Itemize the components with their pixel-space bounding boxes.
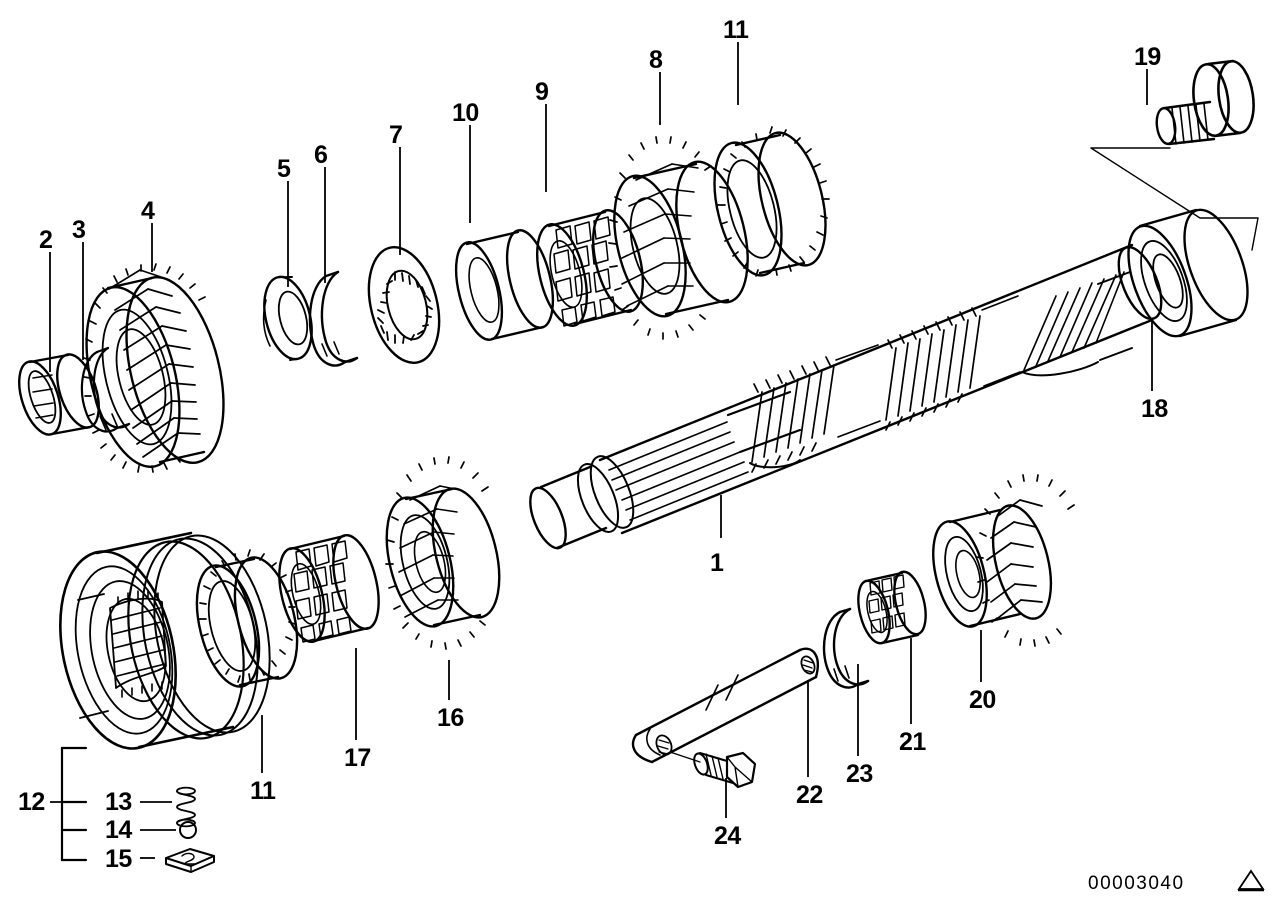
callout-number-11b[interactable]: 11 (250, 777, 276, 805)
callout-number-11[interactable]: 11 (723, 16, 749, 44)
part-7-splined-washer (367, 245, 441, 365)
part-9-needle-cage (536, 209, 644, 327)
part-13-spring (176, 786, 196, 828)
callout-number-21[interactable]: 21 (899, 728, 926, 756)
assembly-fit-leader (1090, 147, 1259, 251)
part-20-idler-gear (932, 474, 1075, 647)
part-22-idler-shaft (631, 647, 819, 764)
part-10-spacer-sleeve (454, 229, 555, 341)
callout-number-8[interactable]: 8 (649, 46, 663, 74)
part-21-needle-cage (857, 570, 927, 645)
callout-number-15[interactable]: 15 (105, 845, 132, 873)
callout-number-7[interactable]: 7 (389, 121, 403, 149)
part-2-needle-bearing (18, 353, 100, 436)
part-19-fixing-screw (1155, 59, 1255, 146)
part-16-helical-gear (385, 456, 501, 650)
callout-leaders (49, 42, 1153, 859)
callout-number-18[interactable]: 18 (1141, 395, 1168, 423)
callout-number-12[interactable]: 12 (18, 788, 45, 816)
callout-number-2[interactable]: 2 (39, 226, 53, 254)
callout-number-17[interactable]: 17 (344, 744, 371, 772)
callout-number-1[interactable]: 1 (710, 549, 724, 577)
callout-number-24[interactable]: 24 (714, 822, 741, 850)
callout-number-10[interactable]: 10 (452, 99, 479, 127)
callout-number-6[interactable]: 6 (314, 141, 328, 169)
revision-triangle-icon (1237, 869, 1265, 892)
part-4-helical-gear (83, 263, 225, 473)
callout-number-14[interactable]: 14 (105, 816, 132, 844)
callout-number-22[interactable]: 22 (796, 781, 823, 809)
part-18-ball-bearing (1127, 208, 1249, 338)
callout-number-9[interactable]: 9 (535, 78, 549, 106)
diagram-id-text: 00003040 (1088, 873, 1185, 894)
part-14-ball (179, 821, 197, 839)
callout-number-20[interactable]: 20 (969, 686, 996, 714)
callout-number-19[interactable]: 19 (1134, 43, 1161, 71)
part-12-synchro-body (59, 531, 271, 750)
part-17-needle-cage (278, 533, 380, 644)
callout-number-16[interactable]: 16 (437, 704, 464, 732)
part-11-synchro-ring (713, 126, 830, 277)
part-8-synchro-hub (608, 136, 749, 340)
callout-number-3[interactable]: 3 (72, 216, 86, 244)
callout-number-23[interactable]: 23 (846, 760, 873, 788)
part-6-thrust-ring (308, 270, 359, 367)
callout-number-5[interactable]: 5 (277, 155, 291, 183)
detent-kit-bracket (60, 746, 88, 862)
callout-number-13[interactable]: 13 (105, 788, 132, 816)
part-15-plate (165, 848, 215, 873)
part-1-output-shaft (529, 243, 1163, 550)
callout-number-4[interactable]: 4 (141, 197, 155, 225)
part-24-locating-bolt (669, 751, 757, 789)
